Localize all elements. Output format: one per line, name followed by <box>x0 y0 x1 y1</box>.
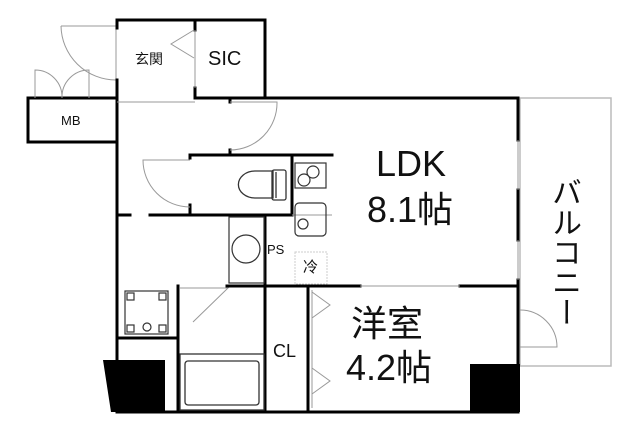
balcony-door-icon <box>519 309 558 348</box>
sink-icon <box>294 202 327 237</box>
sic-door-icon <box>170 29 195 59</box>
bathtub-icon <box>179 353 265 411</box>
mb-label: MB <box>61 113 81 128</box>
balcony-label: バルコニー <box>547 177 580 327</box>
washing-machine-icon <box>124 290 169 335</box>
ldk-label: LDK <box>376 143 447 184</box>
western-room-area: 4.2帖 <box>346 347 433 388</box>
closet-door-icon <box>311 291 331 395</box>
fridge-label: 冷 <box>303 259 319 276</box>
closet-label: CL <box>273 341 297 361</box>
fridge-area <box>294 251 328 285</box>
bath-door-icon <box>180 287 230 323</box>
walls <box>115 18 520 414</box>
thin-partitions <box>117 30 519 408</box>
toilet-icon <box>237 169 287 201</box>
hall-door-icon <box>142 101 278 208</box>
wash-basin-icon <box>228 216 265 284</box>
ps-label: PS <box>267 242 285 257</box>
stove-icon <box>294 162 327 189</box>
entry-door-icon <box>60 25 117 81</box>
western-room-label: 洋室 <box>351 303 424 344</box>
pillar-left <box>103 360 165 412</box>
sic-label: SIC <box>208 48 242 70</box>
entrance-label: 玄関 <box>135 51 163 67</box>
balcony-outline <box>519 97 612 367</box>
mb-door-icon <box>34 69 90 99</box>
pillar-right <box>470 364 520 412</box>
ldk-area: 8.1帖 <box>367 189 454 230</box>
